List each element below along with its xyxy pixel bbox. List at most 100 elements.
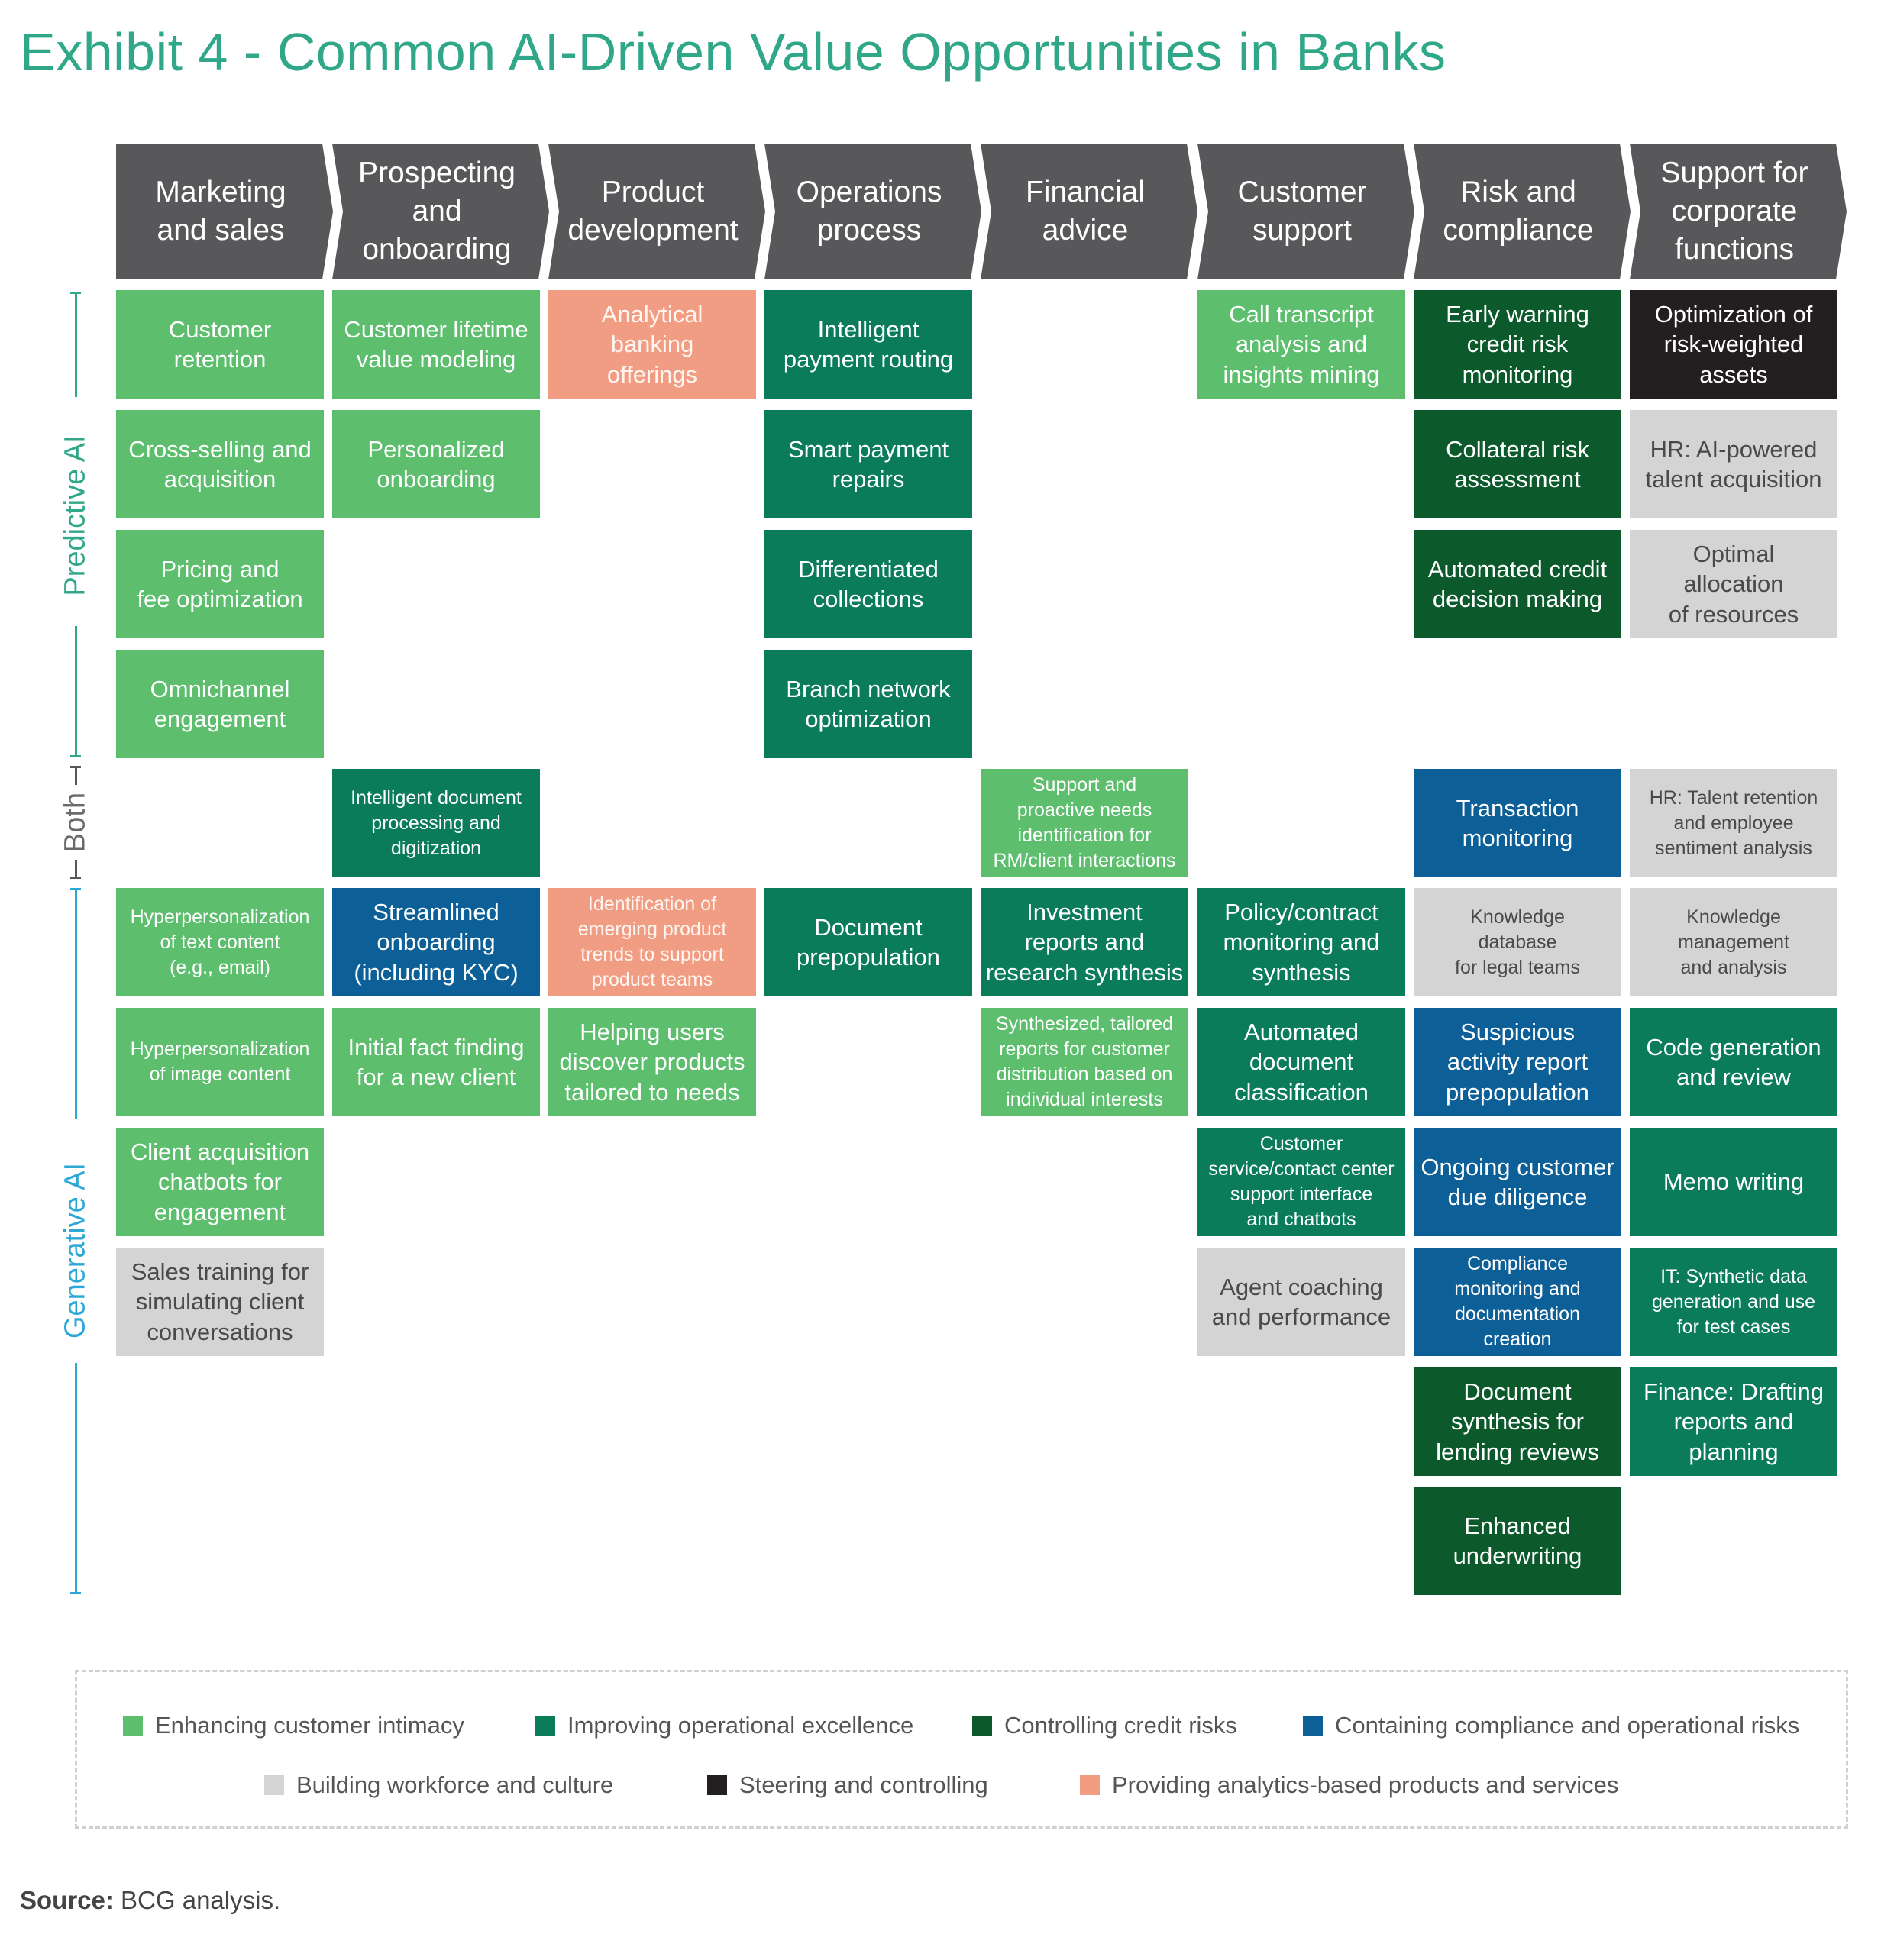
legend-item: Enhancing customer intimacy xyxy=(123,1712,464,1739)
opportunity-cell: Personalized onboarding xyxy=(332,410,540,518)
opportunity-cell: Customer lifetime value modeling xyxy=(332,290,540,399)
header-chevron-shape xyxy=(548,144,765,279)
column-header: Operations process xyxy=(796,176,942,247)
axis-line-both xyxy=(75,766,77,785)
axis-label-generative: Generative AI xyxy=(59,1162,92,1339)
opportunity-cell: Call transcript analysis and insights mi… xyxy=(1197,290,1405,399)
opportunity-cell: Suspicious activity report prepopulation xyxy=(1414,1008,1621,1116)
source-label: Source: xyxy=(20,1886,114,1914)
axis-label-both: Both xyxy=(59,792,92,853)
opportunity-cell: IT: Synthetic data generation and use fo… xyxy=(1630,1248,1837,1356)
opportunity-cell: Omnichannel engagement xyxy=(116,650,324,758)
opportunity-cell: Policy/contract monitoring and synthesis xyxy=(1197,888,1405,996)
axis-line-generative-lower xyxy=(75,1363,77,1594)
opportunity-cell: Agent coaching and performance xyxy=(1197,1248,1405,1356)
axis-line-both-lower xyxy=(75,860,77,879)
opportunity-cell: Early warning credit risk monitoring xyxy=(1414,290,1621,399)
legend-label: Enhancing customer intimacy xyxy=(155,1712,464,1739)
legend-swatch xyxy=(264,1775,284,1795)
opportunity-cell: Intelligent document processing and digi… xyxy=(332,769,540,877)
exhibit-title: Exhibit 4 - Common AI-Driven Value Oppor… xyxy=(20,22,1446,82)
opportunity-cell: Helping users discover products tailored… xyxy=(548,1008,756,1116)
opportunity-cell: Hyperpersonalization of image content xyxy=(116,1008,324,1116)
header-chevron-shape xyxy=(1414,144,1631,279)
opportunity-cell: Finance: Drafting reports and planning xyxy=(1630,1367,1837,1476)
legend-item: Providing analytics-based products and s… xyxy=(1080,1771,1618,1799)
opportunity-cell: Cross-selling and acquisition xyxy=(116,410,324,518)
opportunity-cell: Identification of emerging product trend… xyxy=(548,888,756,996)
opportunity-cell: Customer service/contact center support … xyxy=(1197,1128,1405,1236)
axis-line-generative xyxy=(75,888,77,1119)
column-header: Product development xyxy=(567,176,739,247)
opportunity-cell: Analytical banking offerings xyxy=(548,290,756,399)
opportunity-cell: Optimization of risk-weighted assets xyxy=(1630,290,1837,399)
legend-swatch xyxy=(535,1716,555,1736)
legend-item: Building workforce and culture xyxy=(264,1771,613,1799)
opportunity-cell: Streamlined onboarding (including KYC) xyxy=(332,888,540,996)
opportunity-cell: Differentiated collections xyxy=(764,530,972,638)
legend-label: Steering and controlling xyxy=(739,1771,988,1798)
opportunity-cell: Intelligent payment routing xyxy=(764,290,972,399)
axis-tick xyxy=(70,877,81,879)
source-text: BCG analysis. xyxy=(113,1886,281,1914)
opportunity-cell: Synthesized, tailored reports for custom… xyxy=(981,1008,1188,1116)
opportunity-cell: Document synthesis for lending reviews xyxy=(1414,1367,1621,1476)
opportunity-cell: Document prepopulation xyxy=(764,888,972,996)
legend-item: Steering and controlling xyxy=(707,1771,988,1799)
legend-label: Providing analytics-based products and s… xyxy=(1112,1771,1619,1798)
opportunity-cell: Investment reports and research synthesi… xyxy=(981,888,1188,996)
opportunity-cell: Branch network optimization xyxy=(764,650,972,758)
opportunity-cell: Knowledge database for legal teams xyxy=(1414,888,1621,996)
axis-tick xyxy=(70,1592,81,1594)
legend-swatch xyxy=(1303,1716,1323,1736)
opportunity-cell: Automated credit decision making xyxy=(1414,530,1621,638)
legend-item: Containing compliance and operational ri… xyxy=(1303,1712,1799,1739)
opportunity-cell: Enhanced underwriting xyxy=(1414,1487,1621,1595)
opportunity-cell: Knowledge management and analysis xyxy=(1630,888,1837,996)
header-chevron-shape xyxy=(332,144,549,279)
column-header: Customer support xyxy=(1237,176,1367,247)
opportunity-cell: Initial fact finding for a new client xyxy=(332,1008,540,1116)
column-header: Financial advice xyxy=(1025,176,1146,247)
header-chevrons xyxy=(116,144,1847,279)
opportunity-cell: Ongoing customer due diligence xyxy=(1414,1128,1621,1236)
opportunity-cell: Code generation and review xyxy=(1630,1008,1837,1116)
opportunity-cell: Client acquisition chatbots for engageme… xyxy=(116,1128,324,1236)
legend-swatch xyxy=(1080,1775,1100,1795)
opportunity-cell: HR: Talent retention and employee sentim… xyxy=(1630,769,1837,877)
legend-swatch xyxy=(972,1716,992,1736)
opportunity-cell: Pricing and fee optimization xyxy=(116,530,324,638)
opportunity-cell: Sales training for simulating client con… xyxy=(116,1248,324,1356)
header-chevron-shape xyxy=(981,144,1197,279)
legend-swatch xyxy=(123,1716,143,1736)
opportunity-cell: Hyperpersonalization of text content (e.… xyxy=(116,888,324,996)
opportunity-cell: Compliance monitoring and documentation … xyxy=(1414,1248,1621,1356)
opportunity-cell: Optimal allocation of resources xyxy=(1630,530,1837,638)
legend-label: Containing compliance and operational ri… xyxy=(1335,1712,1800,1739)
opportunity-cell: Automated document classification xyxy=(1197,1008,1405,1116)
header-chevron-shape xyxy=(116,144,333,279)
legend-item: Controlling credit risks xyxy=(972,1712,1237,1739)
axis-line-predictive xyxy=(75,292,77,397)
legend-label: Improving operational excellence xyxy=(567,1712,914,1739)
legend-swatch xyxy=(707,1775,727,1795)
opportunity-cell: Support and proactive needs identificati… xyxy=(981,769,1188,877)
legend: Enhancing customer intimacy Improving ope… xyxy=(75,1670,1848,1829)
source-note: Source: BCG analysis. xyxy=(20,1886,280,1915)
column-header: Prospecting and onboarding xyxy=(358,157,516,266)
opportunity-cell: Memo writing xyxy=(1630,1128,1837,1236)
header-chevron-shape xyxy=(1197,144,1414,279)
opportunity-cell: Customer retention xyxy=(116,290,324,399)
axis-label-predictive: Predictive AI xyxy=(59,434,92,596)
opportunity-cell: Smart payment repairs xyxy=(764,410,972,518)
column-header: Marketing and sales xyxy=(155,176,286,247)
header-chevron-shape xyxy=(764,144,981,279)
opportunity-cell: Transaction monitoring xyxy=(1414,769,1621,877)
legend-label: Controlling credit risks xyxy=(1004,1712,1237,1739)
legend-item: Improving operational excellence xyxy=(535,1712,913,1739)
column-header: Risk and compliance xyxy=(1443,176,1594,247)
column-header: Support for corporate functions xyxy=(1660,157,1808,266)
header-chevron-shape xyxy=(1630,144,1847,279)
legend-label: Building workforce and culture xyxy=(296,1771,614,1798)
opportunity-cell: Collateral risk assessment xyxy=(1414,410,1621,518)
